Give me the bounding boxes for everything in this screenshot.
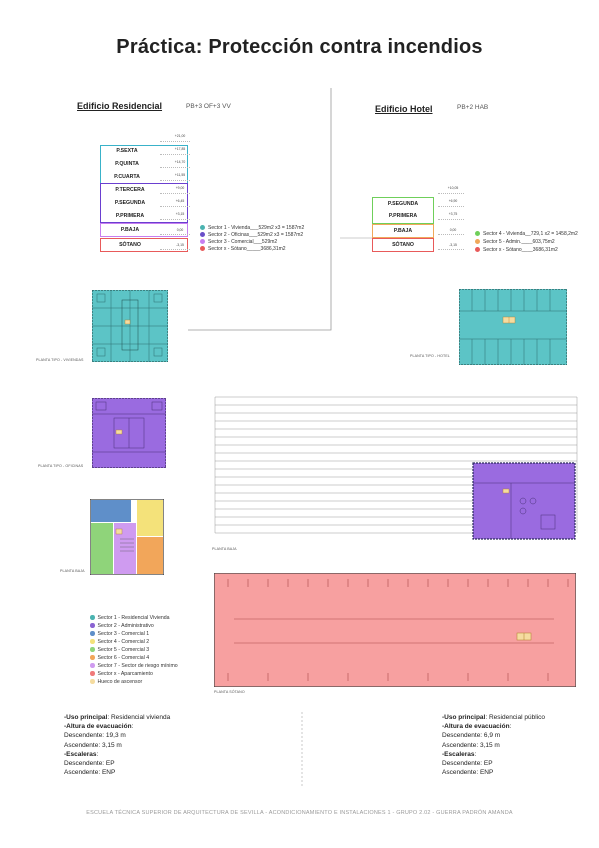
residencial-sector-3: Sector 3 - Comercial___529m2 <box>200 239 277 245</box>
key-item: Sector x - Aparcamiento <box>90 670 178 678</box>
sector-box-hotel-sotano <box>372 238 434 252</box>
floor-label: P.PRIMERA <box>115 213 145 219</box>
color-swatch <box>90 639 95 644</box>
plan-label-viviendas: PLANTA TIPO - VIVIENDAS <box>36 358 84 362</box>
plan-label-sotano: PLANTA SÓTANO <box>214 690 245 694</box>
key-item: Sector 3 - Comercial 1 <box>90 630 178 638</box>
plan-baja <box>90 499 164 575</box>
hotel-sector-5: Sector 5 - Admin.____603,75m2 <box>475 239 555 245</box>
footer-credits: ESCUELA TÉCNICA SUPERIOR DE ARQUITECTURA… <box>86 810 513 816</box>
level-mark: +17,85 <box>174 147 186 151</box>
sector-box-comercial <box>100 223 188 237</box>
level-mark: +14,70 <box>174 160 186 164</box>
page-title: Práctica: Protección contra incendios <box>116 36 483 58</box>
level-mark: +10,05 <box>447 186 459 190</box>
key-item: Sector 5 - Comercial 3 <box>90 646 178 654</box>
plan-sotano <box>214 573 576 687</box>
plan-oficinas <box>92 398 166 468</box>
level-mark: 0,00 <box>449 228 457 232</box>
level-mark: 0,00 <box>176 228 184 232</box>
level-mark: +9,00 <box>175 186 185 190</box>
color-swatch <box>90 679 95 684</box>
level-mark: +11,55 <box>174 173 186 177</box>
color-swatch <box>475 231 480 237</box>
plan-label-baja: PLANTA BAJA <box>60 569 85 573</box>
plan-label-hotel: PLANTA TIPO - HOTEL <box>410 354 450 358</box>
plan-label-oficinas: PLANTA TIPO - OFICINAS <box>38 464 84 468</box>
color-swatch <box>90 623 95 628</box>
floor-label: P.CUARTA <box>114 174 140 180</box>
sector-box-hotel-admin <box>372 224 434 238</box>
color-swatch <box>90 615 95 620</box>
color-swatch <box>90 671 95 676</box>
info-hotel: -Uso principal: Residencial público -Alt… <box>442 714 545 777</box>
floor-label: SÓTANO <box>119 242 141 248</box>
level-mark: +21,00 <box>174 134 186 138</box>
key-item: Sector 7 - Sector de riesgo mínimo <box>90 662 178 670</box>
sector-box-hotel-vivienda <box>372 197 434 224</box>
color-swatch <box>475 247 480 253</box>
sector-box-oficinas <box>100 183 188 223</box>
residencial-sector-2: Sector 2 - Oficinas___529m2 x3 = 1587m2 <box>200 232 303 238</box>
hotel-subheading: PB+2 HAB <box>457 104 489 111</box>
plan-label-baja-hotel: PLANTA BAJA <box>212 547 237 551</box>
key-item: Sector 4 - Comercial 2 <box>90 638 178 646</box>
color-swatch <box>475 239 480 245</box>
color-swatch <box>200 239 205 245</box>
color-swatch <box>90 631 95 636</box>
residencial-subheading: PB+3 OF+3 VV <box>186 103 231 110</box>
color-swatch <box>200 232 205 238</box>
residencial-heading: Edificio Residencial <box>77 101 163 111</box>
residencial-sector-1: Sector 1 - Vivienda___529m2 x3 = 1587m2 <box>200 225 304 231</box>
hotel-sector-x: Sector x - Sótano____3686,31m2 <box>475 247 558 253</box>
color-swatch <box>90 663 95 668</box>
info-residencial: -Uso principal: Residencial vivienda -Al… <box>64 714 171 777</box>
color-swatch <box>90 655 95 660</box>
key-item: Sector 1 - Residencial Vivienda <box>90 614 178 622</box>
level-mark: +6,90 <box>448 199 458 203</box>
floor-label: P.BAJA <box>120 227 140 233</box>
hotel-sector-4: Sector 4 - Vivienda__729,1 x2 = 1458,2m2 <box>475 231 578 237</box>
sector-box-sotano <box>100 238 188 252</box>
floor-label: P.TERCERA <box>115 187 145 193</box>
level-mark: +3,15 <box>175 212 185 216</box>
level-mark: -3,15 <box>176 243 184 247</box>
level-mark: +3,75 <box>448 212 458 216</box>
floor-label: P.QUINTA <box>115 161 139 167</box>
floor-label: SÓTANO <box>392 242 414 248</box>
sector-key: Sector 1 - Residencial Vivienda Sector 2… <box>90 614 178 686</box>
hotel-heading: Edificio Hotel <box>375 104 433 114</box>
key-item: Hueco de ascensor <box>90 678 178 686</box>
floor-label: P.SEGUNDA <box>114 200 146 206</box>
plan-baja-hotel <box>214 396 578 540</box>
color-swatch <box>90 647 95 652</box>
floor-label: P.PRIMERA <box>388 213 418 219</box>
key-item: Sector 2 - Administrativo <box>90 622 178 630</box>
floor-label: P.SEGUNDA <box>387 201 419 207</box>
level-mark: +6,45 <box>175 199 185 203</box>
key-item: Sector 6 - Comercial 4 <box>90 654 178 662</box>
plan-hotel <box>459 289 567 365</box>
plan-viviendas <box>92 290 168 362</box>
level-mark: -3,15 <box>449 243 457 247</box>
residencial-sector-x: Sector x - Sótano_____3686,31m2 <box>200 246 286 252</box>
floor-label: P.SEXTA <box>116 148 138 154</box>
color-swatch <box>200 246 205 252</box>
color-swatch <box>200 225 205 231</box>
floor-label: P.BAJA <box>393 228 413 234</box>
